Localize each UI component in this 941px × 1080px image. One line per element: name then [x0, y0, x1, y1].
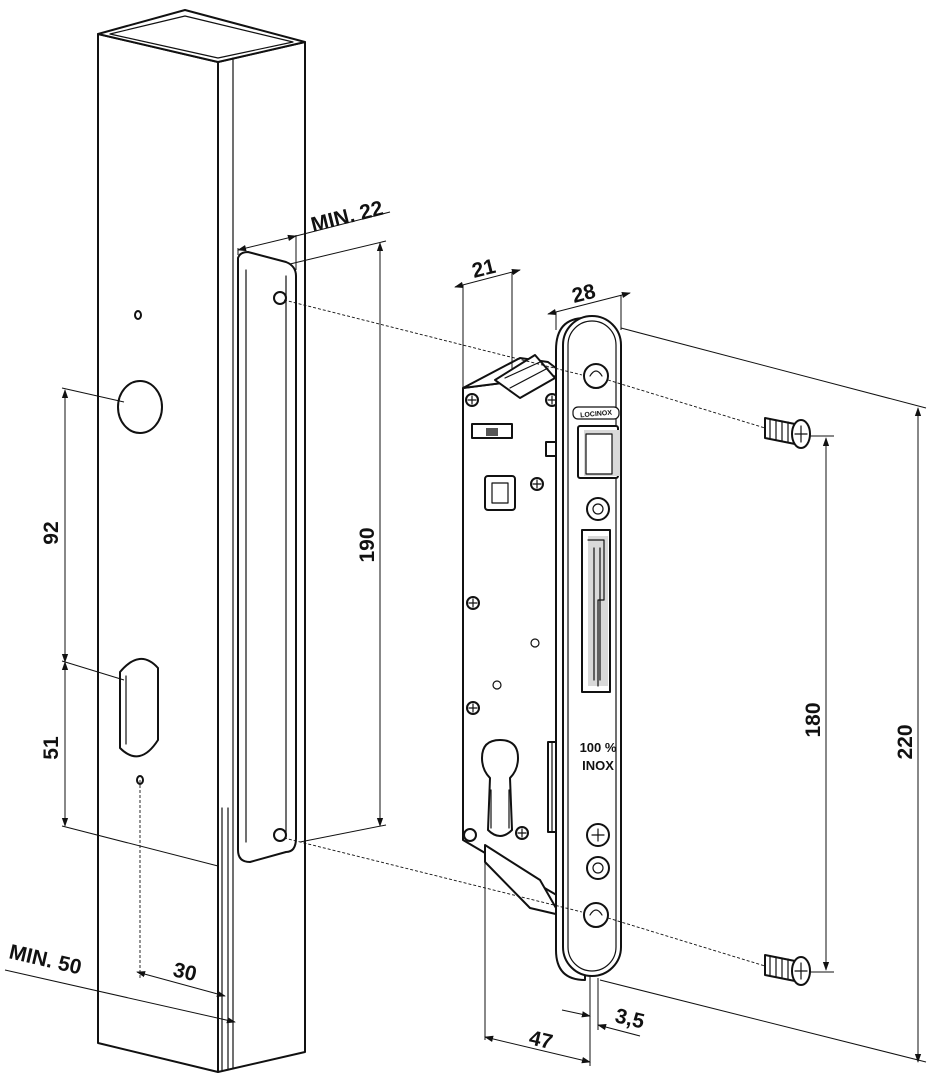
- dim-30: 30: [171, 958, 199, 986]
- post-slot-cutout: [237, 251, 297, 863]
- brand-label: LOCINOX: [580, 410, 613, 420]
- dim-21: 21: [470, 255, 499, 283]
- dim-28: 28: [570, 280, 599, 308]
- dim-220: 220: [894, 724, 917, 759]
- dim-92: 92: [40, 521, 63, 544]
- dim-3-5: 3,5: [613, 1004, 647, 1033]
- dim-min-50: MIN. 50: [7, 940, 84, 979]
- material-label-line1: 100 %: [580, 740, 617, 755]
- post-holes: [117, 310, 163, 785]
- material-label-line2: INOX: [582, 758, 614, 773]
- lock-body: [462, 354, 566, 916]
- lock-faceplate: LOCINOX 100 % INOX: [555, 315, 622, 981]
- dim-51: 51: [40, 736, 63, 760]
- dim-47: 47: [527, 1026, 555, 1054]
- dim-190: 190: [356, 527, 379, 562]
- mounting-screw-top: [764, 417, 811, 449]
- mounting-screw-bottom: [764, 954, 811, 986]
- dimension-lines: [4, 211, 927, 1066]
- dim-min-22: MIN. 22: [309, 197, 386, 237]
- alignment-lines: [139, 299, 766, 978]
- dim-180: 180: [802, 702, 825, 737]
